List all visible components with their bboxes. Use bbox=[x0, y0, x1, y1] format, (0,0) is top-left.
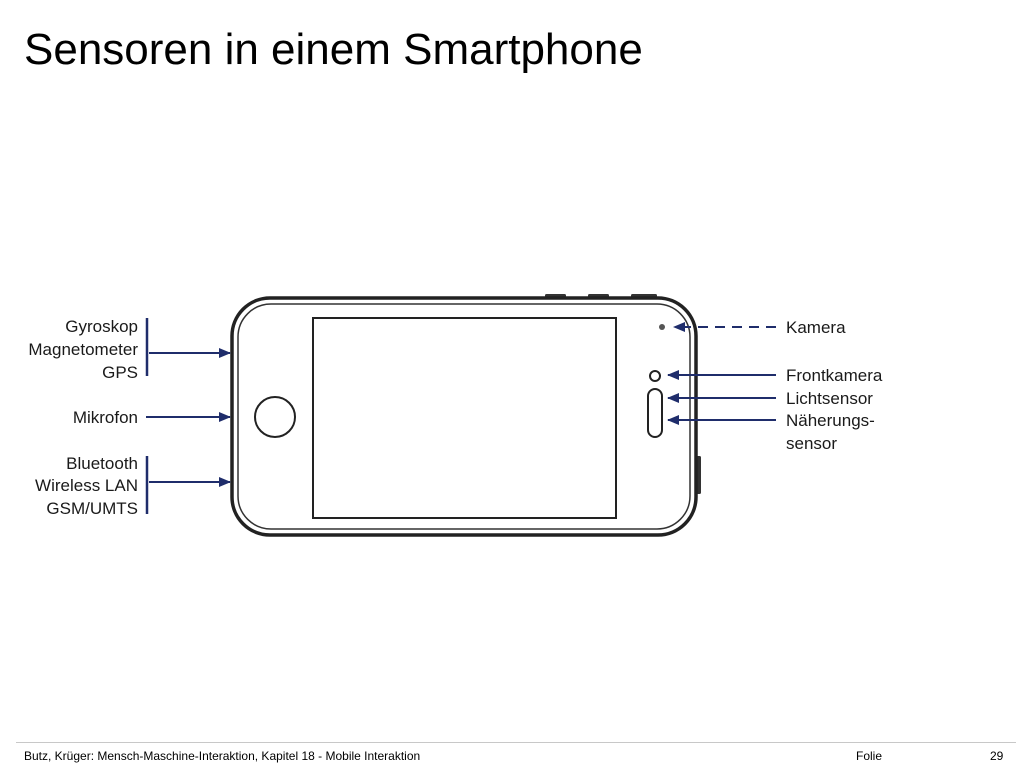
front-camera-lens bbox=[649, 370, 661, 382]
footer-page-number: 29 bbox=[990, 749, 1004, 763]
home-button bbox=[254, 396, 296, 438]
camera-lens bbox=[659, 324, 665, 330]
footer-folie-label: Folie bbox=[856, 749, 883, 763]
phone-body-inner bbox=[237, 303, 691, 530]
right-label-frontkamera: Frontkamera bbox=[667, 366, 883, 385]
label-naeherungs: Näherungs- bbox=[786, 411, 875, 430]
left-label-group-sensors: Gyroskop Magnetometer GPS bbox=[28, 317, 231, 382]
label-wireless-lan: Wireless LAN bbox=[35, 476, 138, 495]
label-gyroskop: Gyroskop bbox=[65, 317, 138, 336]
sensor-slot bbox=[647, 388, 663, 438]
label-bluetooth: Bluetooth bbox=[66, 454, 138, 473]
left-label-group-wireless: Bluetooth Wireless LAN GSM/UMTS bbox=[35, 454, 231, 518]
label-sensor: sensor bbox=[786, 434, 837, 453]
phone-illustration bbox=[230, 294, 701, 537]
slide-title: Sensoren in einem Smartphone bbox=[24, 25, 643, 74]
right-label-naeherungssensor: Näherungs- sensor bbox=[667, 411, 875, 453]
label-gsm-umts: GSM/UMTS bbox=[46, 499, 138, 518]
label-magnetometer: Magnetometer bbox=[28, 340, 138, 359]
footer-divider bbox=[16, 742, 1016, 743]
label-frontkamera: Frontkamera bbox=[786, 366, 883, 385]
left-label-mikrofon: Mikrofon bbox=[73, 408, 231, 427]
label-gps: GPS bbox=[102, 363, 138, 382]
phone-screen bbox=[312, 317, 617, 519]
right-label-kamera: Kamera bbox=[673, 318, 846, 337]
label-kamera: Kamera bbox=[786, 318, 846, 337]
label-mikrofon: Mikrofon bbox=[73, 408, 138, 427]
label-lichtsensor: Lichtsensor bbox=[786, 389, 873, 408]
right-label-lichtsensor: Lichtsensor bbox=[667, 389, 873, 408]
footer-citation: Butz, Krüger: Mensch-Maschine-Interaktio… bbox=[24, 749, 421, 763]
